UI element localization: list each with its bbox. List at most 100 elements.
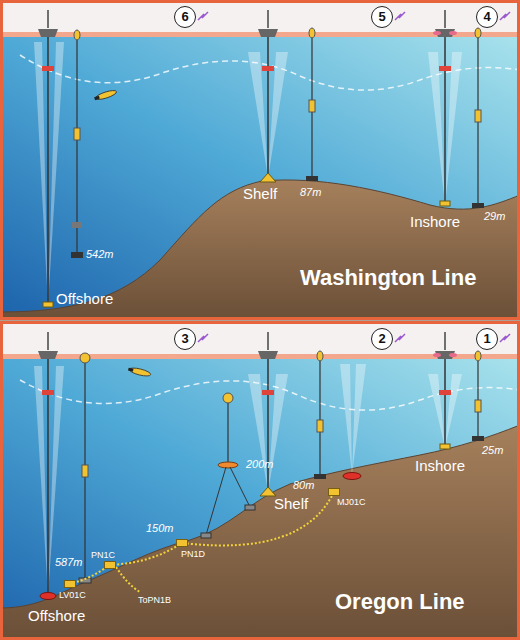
anchor: [314, 474, 326, 479]
callout-number: 3: [181, 332, 188, 346]
callout-circle: 3: [174, 328, 196, 350]
buoy-mast: [267, 10, 269, 28]
telemetry-symbol: [500, 334, 510, 342]
depth-label: 200m: [246, 458, 274, 470]
anchor: [472, 436, 484, 441]
glider-body: [129, 366, 152, 377]
line-title: Oregon Line: [335, 590, 465, 614]
mooring-line: [444, 37, 446, 202]
site-label: Shelf: [243, 186, 277, 203]
sky: [0, 0, 520, 320]
anchor: [201, 533, 211, 538]
junction-label: PN1D: [181, 550, 205, 560]
surface-buoy: [258, 29, 278, 37]
mooring-line: [230, 467, 250, 507]
buoy-light: [449, 353, 457, 357]
depth-label: 80m: [293, 479, 314, 491]
callout-number: 2: [378, 332, 385, 346]
water: [0, 359, 520, 640]
site-label: Offshore: [28, 608, 85, 625]
junction-label: PN1C: [91, 551, 115, 561]
sonar-beam: [428, 52, 445, 205]
profiler: [475, 400, 481, 412]
cable-line: [76, 569, 104, 582]
junction-label: MJ01C: [337, 498, 366, 508]
sonar-beam: [48, 42, 64, 306]
glider: [94, 89, 118, 102]
telemetry-symbol: [395, 334, 405, 342]
platform: [218, 462, 238, 468]
sonar-beam: [34, 366, 48, 596]
seafloor: [0, 180, 520, 320]
callout-number: 4: [483, 10, 490, 24]
surface-float: [309, 28, 315, 38]
seafloor-base: [260, 487, 276, 496]
profiler: [475, 110, 481, 122]
buoy-mast: [444, 10, 446, 28]
profiler: [309, 100, 315, 112]
surface-float: [317, 351, 323, 361]
site-label: Shelf: [274, 496, 308, 513]
sonar-beam: [428, 374, 445, 448]
cable-line: [116, 547, 176, 565]
buoy-mast: [267, 332, 269, 350]
surface-float: [80, 353, 90, 363]
mooring-line: [477, 358, 478, 437]
callout-number: 5: [378, 10, 385, 24]
glider: [128, 366, 152, 377]
buoy-mast: [444, 332, 446, 350]
junction-box: MJ01C: [328, 488, 340, 496]
junction-box: LV01C: [64, 580, 76, 588]
mooring-line: [76, 36, 77, 253]
junction-box: PN1D: [176, 539, 188, 547]
instrument: [439, 66, 451, 71]
seafloor: [0, 425, 520, 640]
site-label: Inshore: [410, 214, 460, 231]
surface-buoy: [38, 29, 58, 37]
mooring-line: [267, 359, 269, 490]
instrument: [439, 390, 451, 395]
surface-float: [475, 28, 481, 38]
subsurface-float: [223, 393, 233, 403]
instrument: [42, 66, 54, 71]
site-label: Offshore: [56, 291, 113, 308]
depth-label: 87m: [300, 186, 321, 198]
seafloor-base: [440, 444, 450, 449]
instrument: [262, 390, 274, 395]
profiler: [74, 128, 80, 140]
callout-circle: 2: [371, 328, 393, 350]
telemetry-symbol: [198, 12, 208, 20]
buoy-light: [449, 31, 457, 35]
callout-number: 1: [483, 332, 490, 346]
glider-body: [95, 89, 118, 102]
sonar-beam: [445, 374, 462, 448]
callout-circle: 6: [174, 6, 196, 28]
buoy-mast: [47, 10, 49, 28]
depth-label: 25m: [482, 444, 503, 456]
seafloor-node: [343, 473, 361, 480]
cable-line: [188, 496, 332, 545]
anchor: [245, 505, 255, 510]
telemetry-symbol: [395, 12, 405, 20]
panel-border: [2, 2, 519, 319]
telemetry-symbol: [198, 334, 208, 342]
seafloor-base: [43, 302, 53, 307]
mooring-line: [319, 358, 320, 475]
anchor: [71, 252, 83, 258]
buoy-mast: [47, 332, 49, 350]
glider-tail: [128, 368, 134, 372]
seafloor-base: [440, 201, 450, 206]
callout-number: 6: [181, 10, 188, 24]
surface-buoy: [38, 351, 58, 359]
subsurface-float: [74, 30, 80, 40]
water: [0, 37, 520, 320]
telemetry-symbol: [500, 12, 510, 20]
sky: [0, 321, 520, 640]
depth-label: 29m: [484, 210, 505, 222]
line-title: Washington Line: [300, 266, 476, 290]
sonar-beam: [352, 364, 366, 475]
anchor: [472, 203, 484, 208]
instrument: [72, 222, 82, 228]
